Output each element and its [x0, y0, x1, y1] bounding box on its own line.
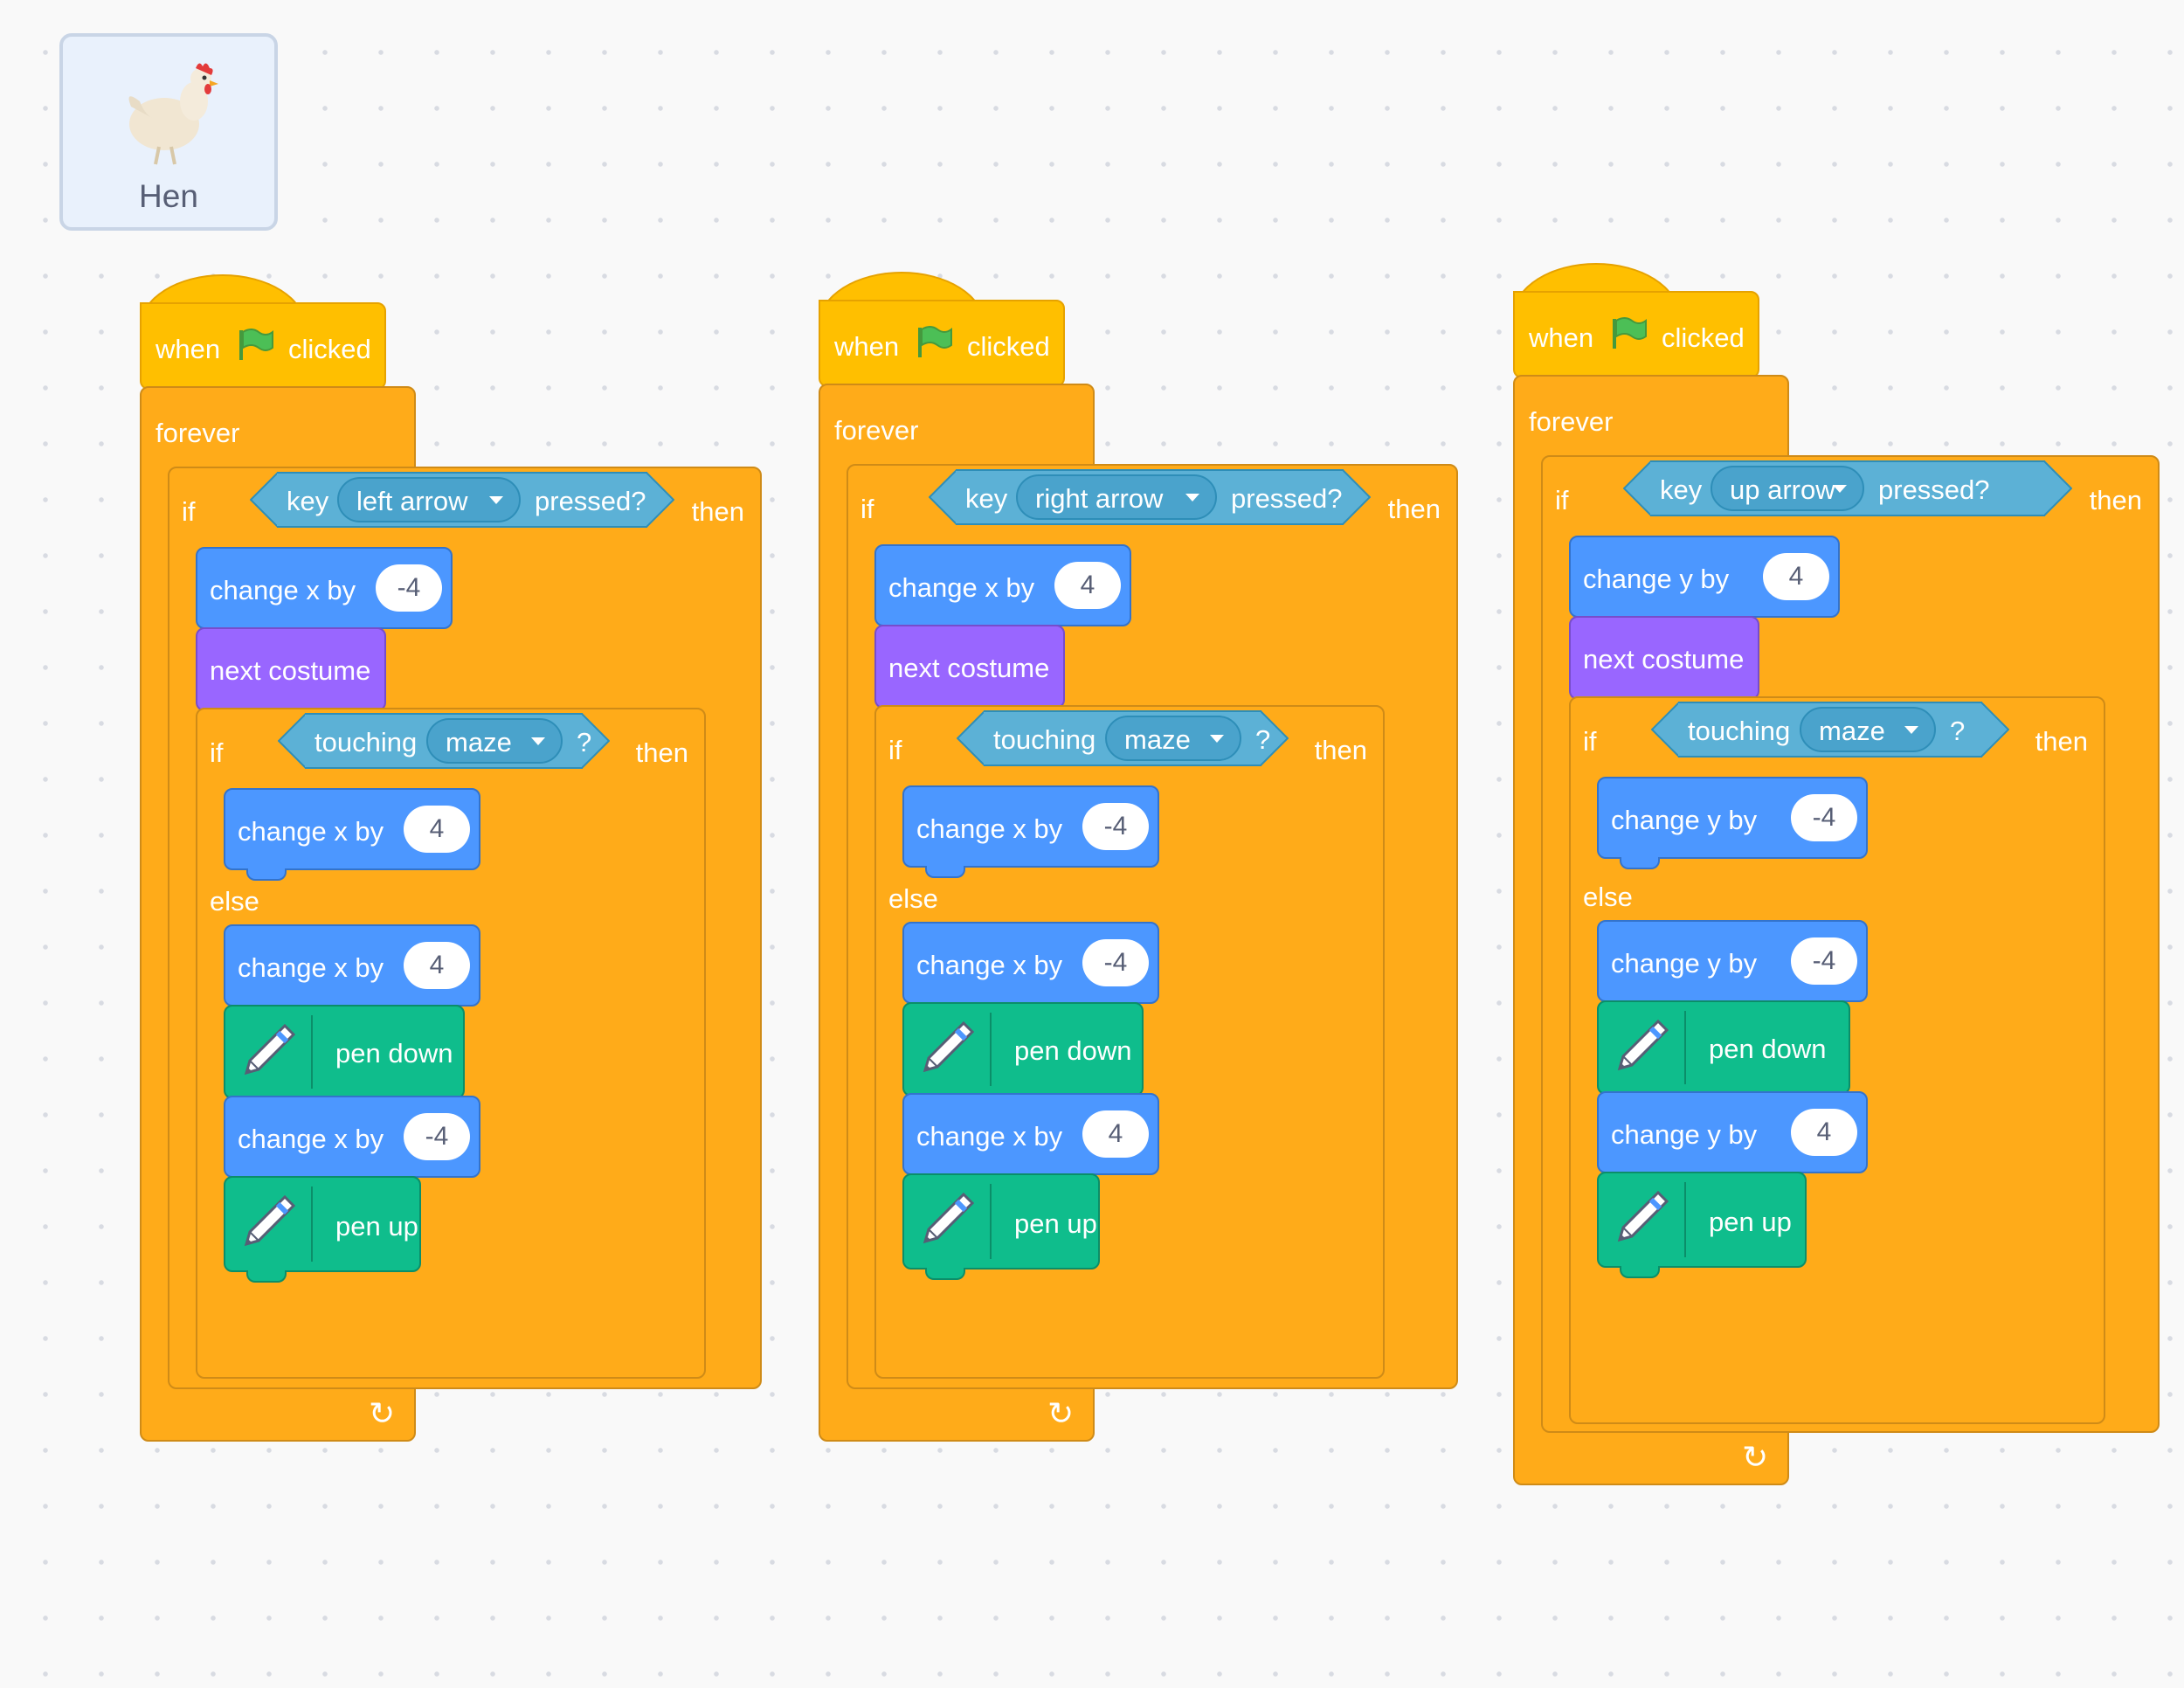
dropdown-arrow-icon [1833, 485, 1847, 493]
change-position-block[interactable]: change x by -4 [196, 547, 453, 640]
pencil-icon [923, 1192, 975, 1244]
touching-dropdown[interactable]: maze [1800, 707, 1936, 752]
sprite-tile[interactable]: Hen [59, 33, 278, 231]
pen-up-block[interactable]: pen up [902, 1173, 1100, 1280]
sprite-name: Hen [139, 178, 198, 214]
change-position-block[interactable]: change x by -4 [902, 922, 1159, 1014]
pen-up-block[interactable]: pen up [224, 1176, 421, 1283]
green-flag-icon [1613, 317, 1647, 349]
dropdown-arrow-icon [1185, 494, 1199, 502]
value-input[interactable]: -4 [1791, 937, 1857, 985]
value-input[interactable]: 4 [1791, 1109, 1857, 1156]
value-input[interactable]: -4 [1791, 794, 1857, 841]
change-position-block[interactable]: change x by 4 [902, 1093, 1159, 1186]
change-position-block[interactable]: change x by 4 [874, 544, 1131, 637]
value-input[interactable]: -4 [404, 1113, 470, 1160]
dropdown-arrow-icon [1904, 726, 1918, 734]
value-input[interactable]: -4 [1082, 939, 1149, 986]
loop-arrow-icon: ↻ [369, 1395, 396, 1431]
key-dropdown[interactable]: right arrow [1016, 474, 1217, 520]
pencil-icon [923, 1020, 975, 1073]
change-position-block[interactable]: change x by 4 [224, 924, 480, 1017]
pencil-icon [1617, 1190, 1669, 1242]
touching-dropdown[interactable]: maze [426, 718, 563, 764]
value-input[interactable]: 4 [1054, 562, 1121, 609]
next-costume-block[interactable]: next costume [874, 625, 1065, 719]
when-flag-clicked-block[interactable]: when clicked [1513, 291, 1759, 378]
value-input[interactable]: 4 [404, 806, 470, 853]
hen-sprite-icon [128, 63, 218, 165]
dropdown-arrow-icon [1210, 735, 1224, 743]
touching-dropdown[interactable]: maze [1105, 716, 1241, 761]
value-input[interactable]: 4 [1763, 553, 1829, 600]
change-position-block[interactable]: change y by -4 [1597, 920, 1868, 1013]
next-costume-block[interactable]: next costume [1569, 616, 1759, 710]
pencil-icon [244, 1194, 296, 1247]
green-flag-icon [918, 326, 952, 357]
value-input[interactable]: -4 [376, 564, 442, 612]
change-position-block[interactable]: change y by 4 [1597, 1091, 1868, 1184]
change-position-block[interactable]: change x by -4 [224, 1096, 480, 1188]
change-position-block[interactable]: change y by -4 [1597, 777, 1868, 869]
value-input[interactable]: 4 [404, 942, 470, 989]
pencil-icon [244, 1023, 296, 1076]
value-input[interactable]: -4 [1082, 803, 1149, 850]
change-position-block[interactable]: change x by -4 [902, 785, 1159, 878]
change-position-block[interactable]: change y by 4 [1569, 536, 1840, 628]
next-costume-block[interactable]: next costume [196, 627, 386, 722]
key-dropdown[interactable]: left arrow [337, 477, 521, 522]
loop-arrow-icon: ↻ [1742, 1439, 1769, 1475]
pencil-icon [1617, 1019, 1669, 1071]
loop-arrow-icon: ↻ [1047, 1395, 1075, 1431]
green-flag-icon [239, 329, 273, 360]
dropdown-arrow-icon [531, 737, 545, 745]
change-position-block[interactable]: change x by 4 [224, 788, 480, 881]
key-dropdown[interactable]: up arrow [1711, 466, 1864, 511]
value-input[interactable]: 4 [1082, 1110, 1149, 1158]
dropdown-arrow-icon [489, 496, 503, 504]
